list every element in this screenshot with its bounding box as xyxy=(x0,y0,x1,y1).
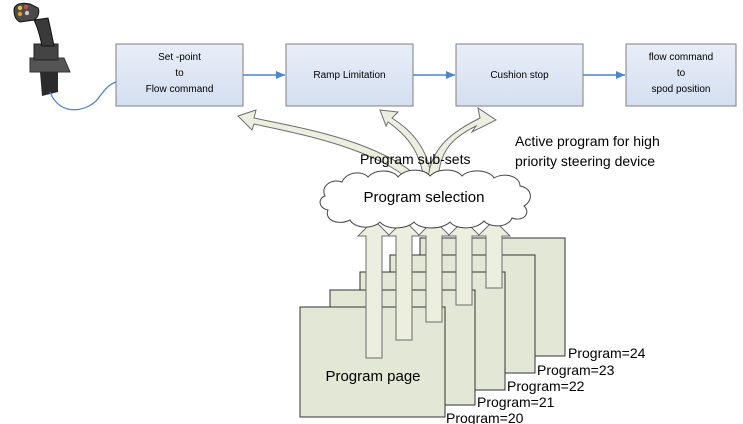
flow-box-ramp-label: Ramp Limitation xyxy=(313,70,385,81)
program-page-24-label: Program=24 xyxy=(568,345,646,361)
program-page-label: Program page xyxy=(325,368,420,385)
flow-box-spool: flow command to spod position xyxy=(625,43,737,107)
program-selection-label: Program selection xyxy=(364,189,485,206)
program-page-21-label: Program=21 xyxy=(477,394,555,410)
flow-box-spool-line1: flow command xyxy=(649,52,713,63)
program-page-23-label: Program=23 xyxy=(537,362,615,378)
flow-box-spool-line2: to xyxy=(677,68,686,79)
up-arrow xyxy=(416,219,452,323)
active-program-label-line2: priority steering device xyxy=(515,153,655,169)
joystick-icon xyxy=(13,2,117,111)
subset-arrow xyxy=(427,106,497,181)
program-page-20-label: Program=20 xyxy=(446,410,524,424)
flow-box-spool-line3: spod position xyxy=(652,84,711,95)
up-arrow xyxy=(386,219,422,341)
up-arrow xyxy=(446,219,482,306)
flow-box-setpoint-line2: to xyxy=(175,68,184,79)
up-arrow xyxy=(476,219,512,289)
flow-box-cushion-label: Cushion stop xyxy=(490,70,549,81)
program-subsets-label: Program sub-sets xyxy=(360,151,470,167)
active-program-label-line1: Active program for high xyxy=(515,133,660,149)
flow-box-setpoint-line3: Flow command xyxy=(146,84,214,95)
program-to-selection-arrows xyxy=(356,219,512,359)
program-page-22-label: Program=22 xyxy=(507,378,585,394)
program-subset-arrows xyxy=(237,106,497,183)
program-selection-cloud xyxy=(319,169,531,229)
flow-box-setpoint: Set -point to Flow command xyxy=(115,43,244,107)
flow-box-setpoint-line1: Set -point xyxy=(158,52,201,63)
up-arrow xyxy=(356,219,392,359)
flow-box-ramp: Ramp Limitation xyxy=(285,43,414,107)
subset-arrow xyxy=(237,109,426,183)
flow-box-cushion: Cushion stop xyxy=(455,43,584,107)
